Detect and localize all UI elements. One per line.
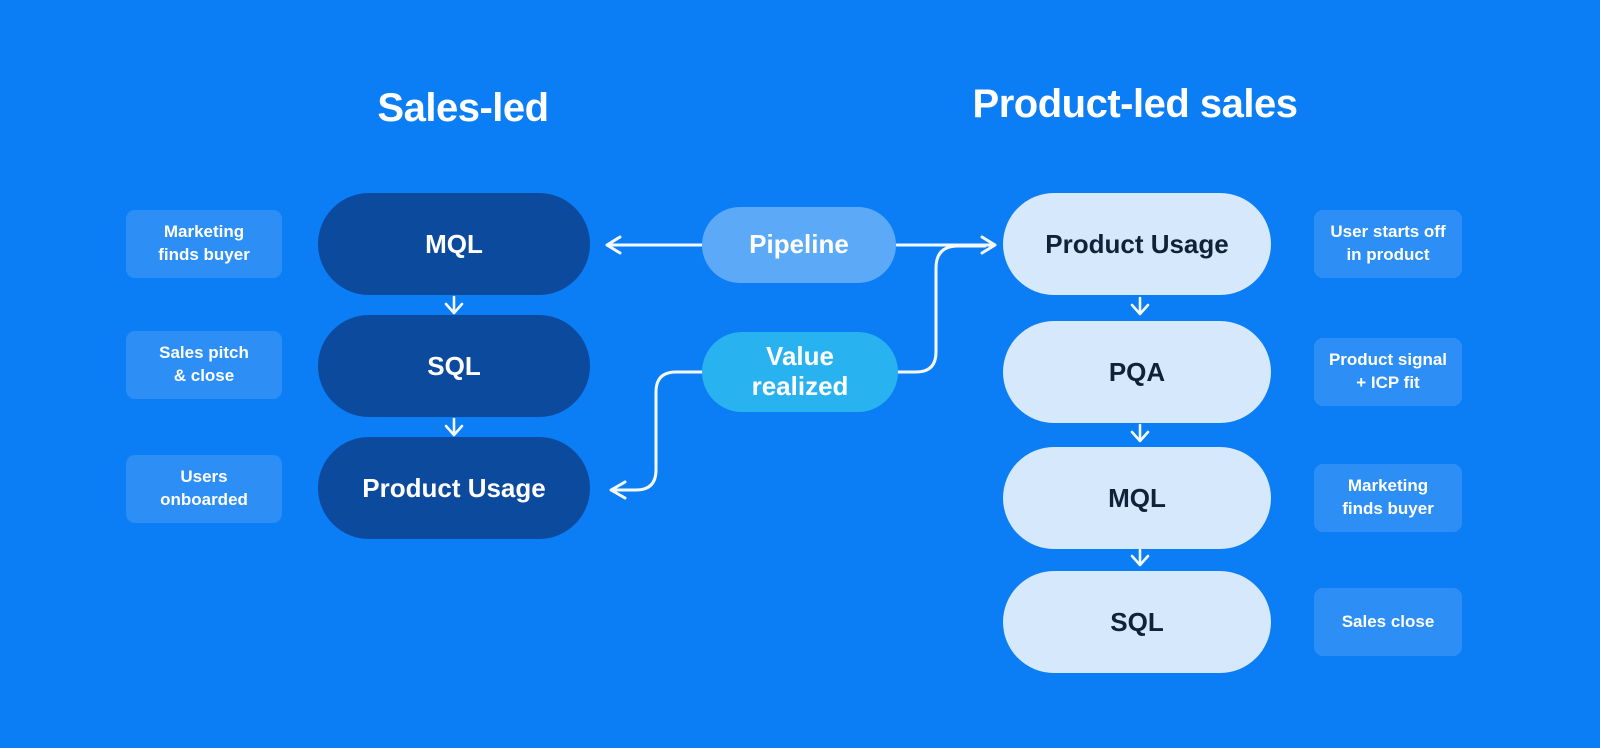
product-led-note-user-starts-in-product: User starts off in product: [1314, 210, 1462, 278]
value-realized-line: realized: [751, 371, 849, 401]
note-line: Sales close: [1341, 611, 1435, 631]
note-line: in product: [1346, 245, 1430, 264]
sales-led-title: Sales-led: [377, 86, 549, 130]
note-line: Sales pitch: [159, 343, 249, 363]
note-line: finds buyer: [158, 245, 250, 264]
product-led-stage-mql: MQL: [1003, 447, 1271, 549]
sales-led-note-sales-pitch-close: Sales pitch & close: [126, 331, 282, 399]
product-led-note-sales-close: Sales close: [1314, 588, 1462, 656]
sales-led-note-marketing-finds-buyer: Marketing finds buyer: [126, 210, 282, 278]
note-line: Marketing: [1347, 476, 1429, 496]
right-funnel-down-arrow-3: [1130, 548, 1150, 567]
connector-value-to-right-product-usage: [895, 244, 987, 374]
product-led-stage-sql: SQL: [1003, 571, 1271, 673]
note-line: Marketing: [163, 222, 245, 242]
sales-led-note-users-onboarded: Users onboarded: [126, 455, 282, 523]
left-funnel-down-arrow-1: [444, 295, 464, 315]
note-line: User starts off: [1330, 222, 1446, 242]
note-line: onboarded: [160, 490, 248, 509]
connector-pipeline-to-left-mql-arrow: [605, 235, 704, 255]
sales-led-stage-mql: MQL: [318, 193, 590, 295]
note-line: Product signal: [1328, 350, 1448, 370]
connector-pipeline-to-right-product-usage-arrow: [895, 235, 997, 255]
left-funnel-down-arrow-2: [444, 417, 464, 437]
value-realized-pill: Value realized: [702, 332, 898, 412]
value-realized-line: Value: [766, 341, 834, 372]
product-led-note-product-signal-icp-fit: Product signal + ICP fit: [1314, 338, 1462, 406]
product-led-stage-product-usage: Product Usage: [1003, 193, 1271, 295]
product-led-sales-title: Product-led sales: [972, 82, 1298, 126]
right-funnel-down-arrow-1: [1130, 296, 1150, 316]
connector-value-to-left-product-usage-arrow: [609, 370, 704, 500]
note-line: & close: [173, 366, 235, 385]
note-line: finds buyer: [1342, 499, 1434, 518]
pipeline-pill: Pipeline: [702, 207, 896, 283]
sales-led-stage-sql: SQL: [318, 315, 590, 417]
product-led-note-marketing-finds-buyer: Marketing finds buyer: [1314, 464, 1462, 532]
sales-led-stage-product-usage: Product Usage: [318, 437, 590, 539]
right-funnel-down-arrow-2: [1130, 423, 1150, 443]
note-line: Users: [180, 467, 228, 487]
note-line: + ICP fit: [1356, 373, 1420, 392]
product-led-stage-pqa: PQA: [1003, 321, 1271, 423]
